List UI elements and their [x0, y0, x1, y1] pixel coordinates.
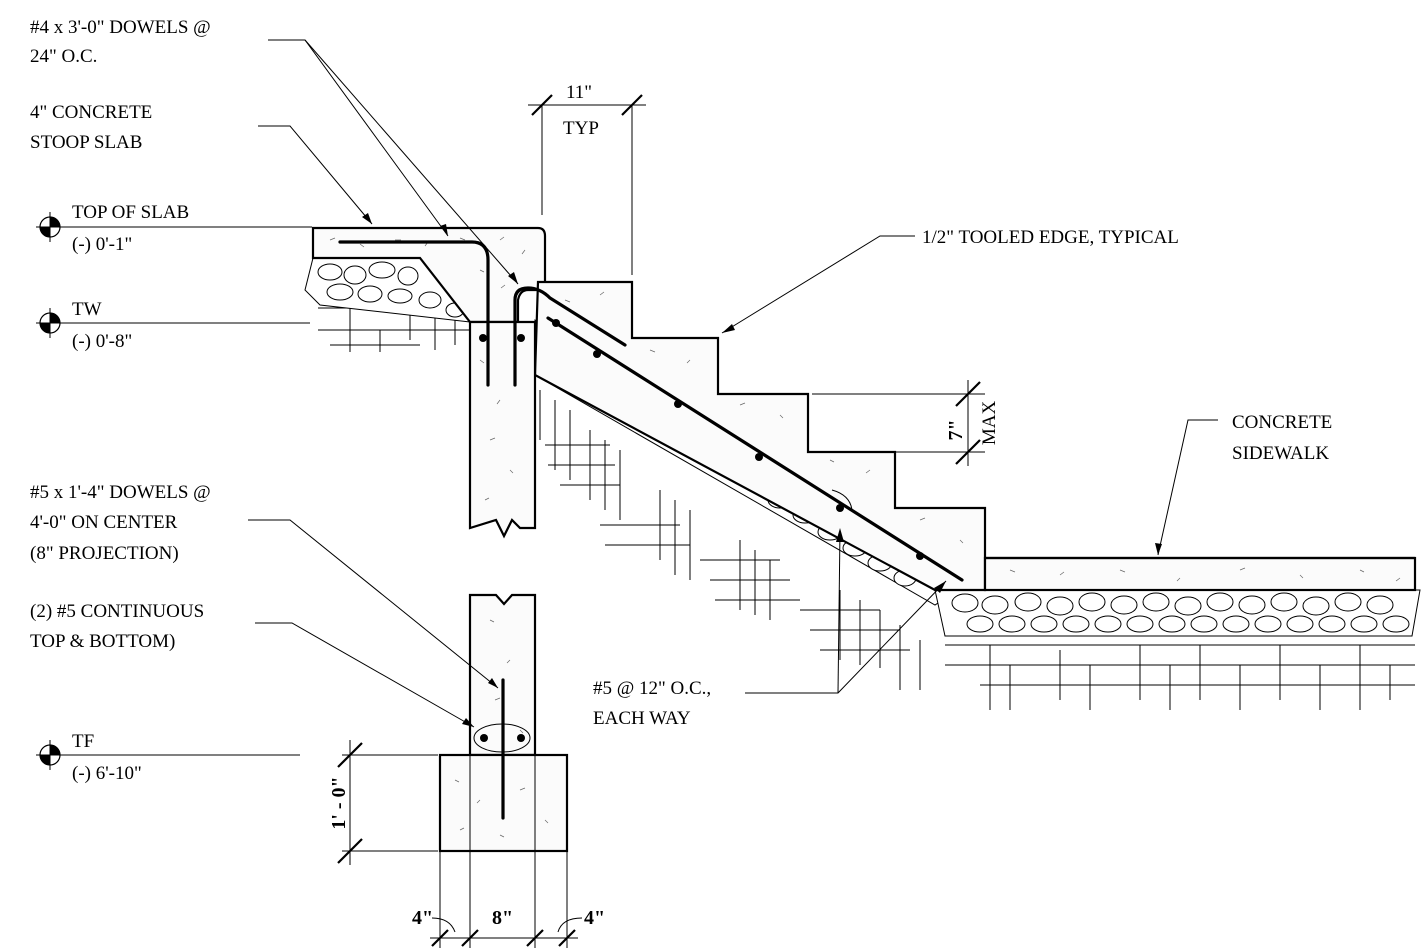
label-rebar-line2: EACH WAY	[593, 708, 691, 729]
label-dowels-5-line1: #5 x 1'-4" DOWELS @	[30, 482, 211, 503]
label-rebar-line1: #5 @ 12" O.C.,	[593, 678, 711, 699]
label-tw: TW	[72, 299, 102, 320]
concrete-sidewalk	[983, 556, 1417, 592]
dim-riser-note: MAX	[979, 401, 1000, 446]
label-top-of-slab: TOP OF SLAB	[72, 202, 189, 223]
concrete-speckles	[329, 236, 1401, 838]
foundation-wall-upper	[468, 320, 537, 539]
rebar	[338, 240, 964, 820]
label-stoop-line1: 4" CONCRETE	[30, 102, 152, 123]
label-sidewalk-line2: SIDEWALK	[1232, 443, 1329, 464]
dimension-footing-width	[430, 755, 583, 948]
dimension-riser	[812, 380, 985, 466]
label-dowels-4-line2: 24" O.C.	[30, 46, 97, 67]
dim-tread-note: TYP	[563, 118, 599, 139]
dim-riser-value: 7"	[945, 419, 967, 440]
elevation-top-of-slab	[36, 212, 312, 242]
annotations: #4 x 3'-0" DOWELS @ 24" O.C. 4" CONCRETE…	[30, 17, 1332, 929]
dimension-footing-depth	[337, 740, 438, 865]
label-stoop-line2: STOOP SLAB	[30, 132, 142, 153]
label-dowels-5-line2: 4'-0" ON CENTER	[30, 512, 178, 533]
elevation-tf	[36, 740, 300, 770]
dim-wall-width: 8"	[492, 907, 513, 929]
label-sidewalk-line1: CONCRETE	[1232, 412, 1332, 433]
elevation-tw	[36, 308, 310, 338]
dim-right-offset: 4"	[584, 907, 605, 929]
label-dowels-4-line1: #4 x 3'-0" DOWELS @	[30, 17, 211, 38]
label-tf: TF	[72, 731, 94, 752]
label-continuous-line1: (2) #5 CONTINUOUS	[30, 601, 204, 622]
dim-footing-depth: 1' - 0"	[328, 776, 350, 829]
label-dowels-5-line3: (8" PROJECTION)	[30, 543, 179, 564]
label-tf-elev: (-) 6'-10"	[72, 763, 142, 784]
label-top-of-slab-elev: (-) 0'-1"	[72, 234, 132, 255]
leader-lines	[248, 39, 1218, 728]
label-tooled-edge: 1/2" TOOLED EDGE, TYPICAL	[922, 227, 1179, 248]
dim-tread-value: 11"	[566, 82, 592, 103]
label-tw-elev: (-) 0'-8"	[72, 331, 132, 352]
label-continuous-line2: TOP & BOTTOM)	[30, 631, 175, 652]
dim-left-offset: 4"	[412, 907, 433, 929]
stairs	[533, 280, 987, 592]
dimension-tread	[528, 94, 646, 275]
